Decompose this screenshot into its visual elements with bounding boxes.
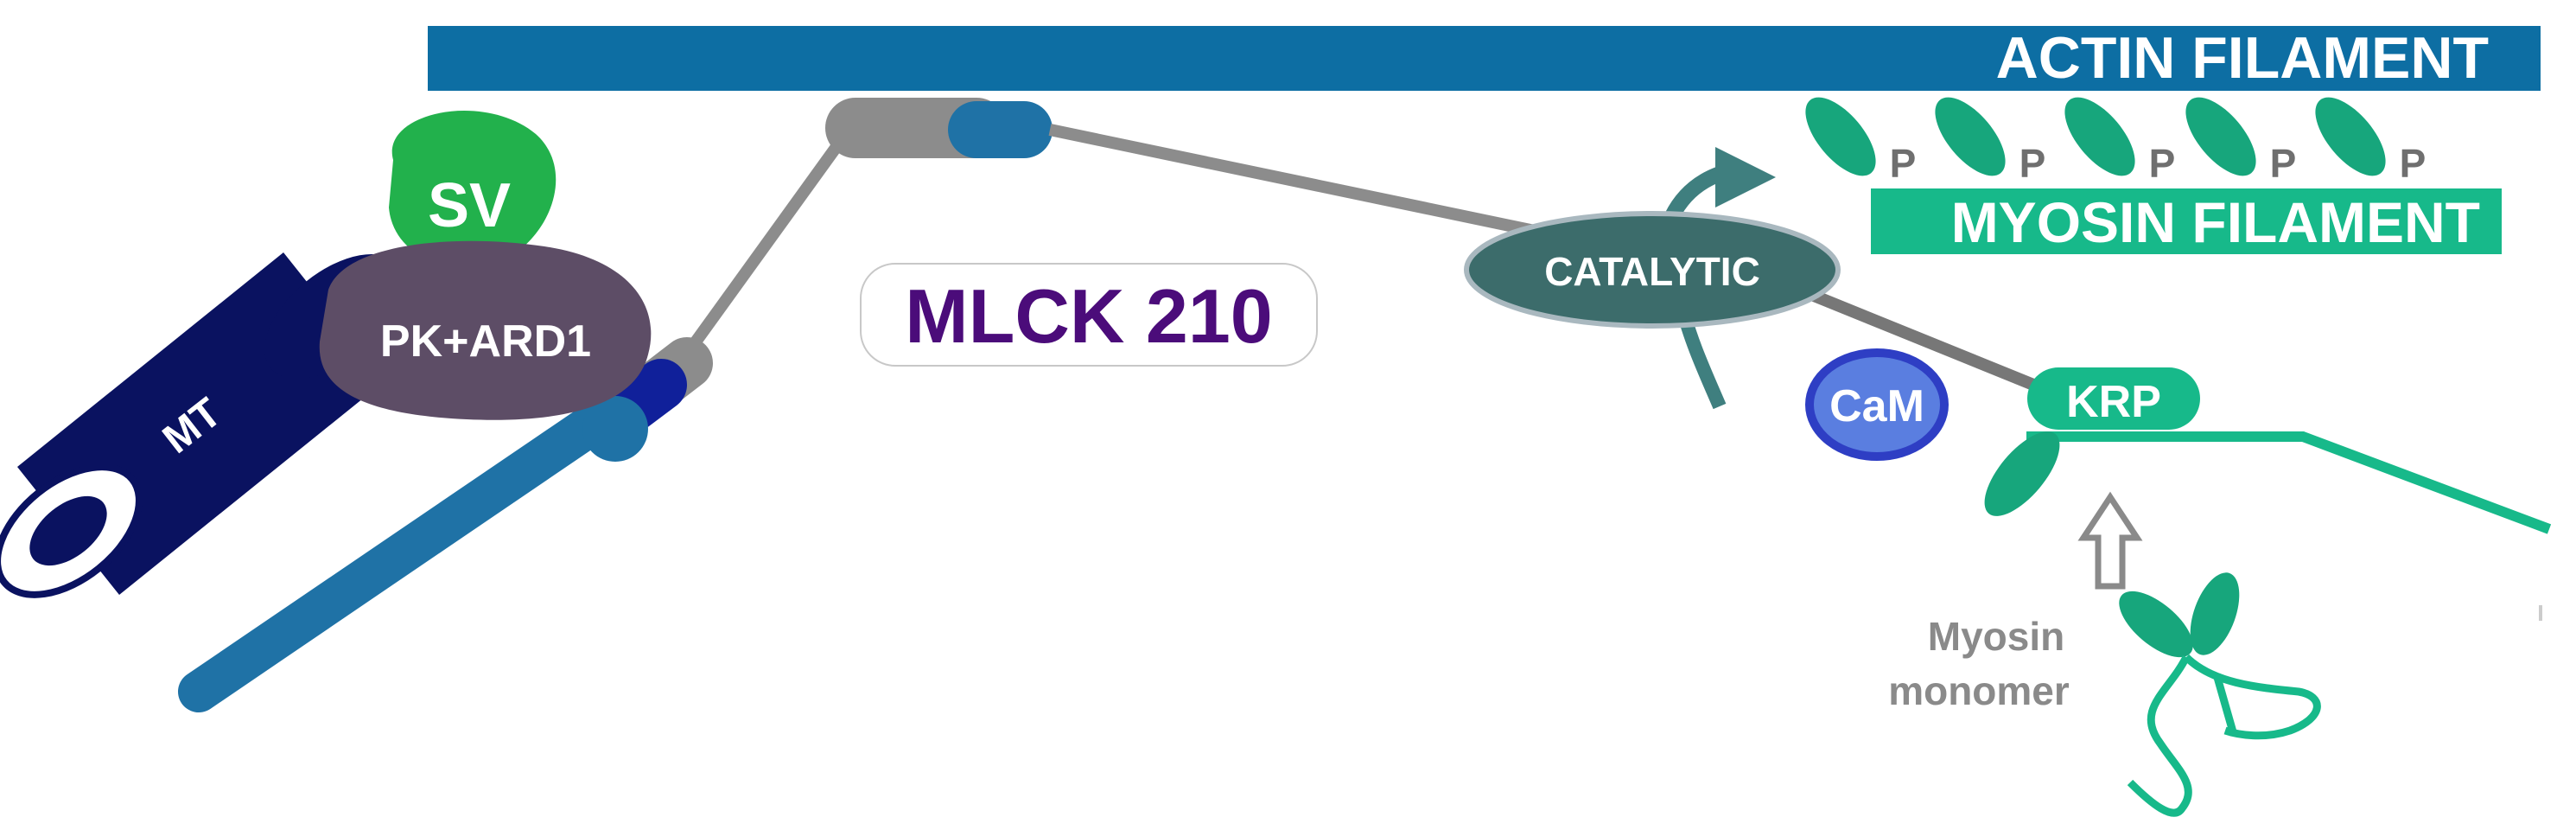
myosin-filament-bar [1871,188,2502,254]
monomer-tail [2127,654,2192,817]
microtubule-lumen [29,495,107,566]
catalytic-shape [1464,211,1841,329]
pk-ard1-shape [319,240,652,420]
myosin-head [1935,97,2006,176]
monomer-tail [2212,673,2238,737]
supervillin: SV [389,111,557,268]
krp-label: KRP [2066,377,2161,427]
actin-filament-bar [428,26,2541,91]
phosphate-label: P [2019,141,2046,186]
mlck-box [860,263,1318,367]
sv-shape [389,111,557,268]
actin-binding-capsule [582,337,713,462]
sv-label: SV [428,171,511,240]
monomer-head [2190,572,2240,655]
myosin-head [2315,97,2386,176]
myosin-filament: MYOSIN FILAMENT P P P P P [1805,97,2502,254]
pk-ard1-label: PK+ARD1 [380,316,591,367]
myosin-head [1805,97,1876,176]
up-arrow [2077,491,2143,590]
myosin-monomer-line1: Myosin [1928,614,2064,659]
actin-filament: ACTIN FILAMENT [428,25,2541,91]
myosin-monomer: Myosin monomer [1888,572,2321,817]
myosin-head [2064,97,2135,176]
myosin-filament-label: MYOSIN FILAMENT [1951,190,2480,254]
calmodulin: CaM [1805,348,1949,461]
phosphate-label: P [2149,141,2176,186]
krp-filament [2026,431,2552,534]
krp-region: KRP [1984,367,2552,534]
actin-binding-top [825,98,1053,158]
monomer-tail [2183,654,2321,740]
mlck-title: MLCK 210 [905,273,1272,359]
catalytic-label: CATALYTIC [1544,249,1760,294]
cam-label: CaM [1829,381,1924,431]
myosin-head [2185,97,2256,176]
pk-ard1: PK+ARD1 [319,240,652,420]
myosin-monomer-line2: monomer [1888,668,2070,713]
mlck-label-box: MLCK 210 [860,263,1318,367]
phosphate-label: P [2400,141,2427,186]
krp-shape [2027,367,2200,430]
krp-myosin-head [1984,431,2060,516]
phosphate-label: P [1890,141,1917,186]
monomer-head [2119,591,2193,658]
catalytic-domain: CATALYTIC [1464,211,1841,329]
linker-to-catalytic [1048,124,1549,239]
catalysis-arrowhead [1715,147,1776,208]
phosphate-label: P [2270,141,2297,186]
cam-shape [1805,348,1949,461]
up-arrow-shape [2077,491,2143,590]
actin-filament-label: ACTIN FILAMENT [1996,25,2489,91]
linker-n-terminal [669,134,848,376]
actin-rod-left [178,368,665,712]
